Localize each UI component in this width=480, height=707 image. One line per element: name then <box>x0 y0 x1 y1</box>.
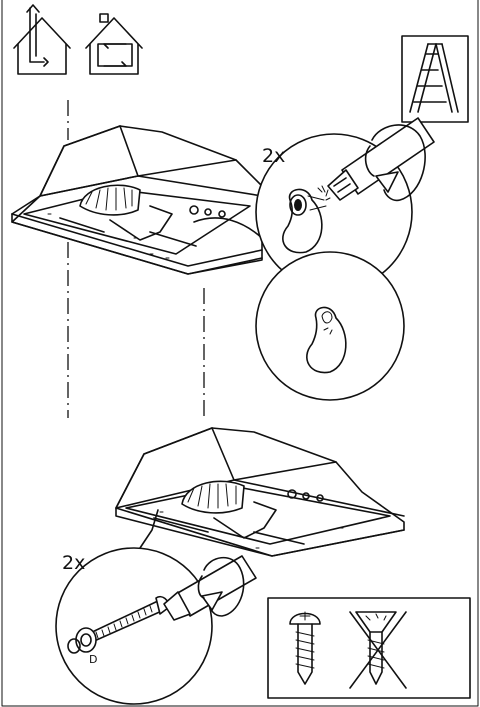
house-recirculating-icon <box>85 13 143 75</box>
quantity-label-top: 2x <box>262 145 286 167</box>
detail-circle-fasten <box>55 547 257 705</box>
house-ducted-vent-icon <box>13 4 71 75</box>
cooker-hood-upper <box>11 125 263 275</box>
leader-line <box>139 509 159 549</box>
cooker-hood-lower <box>115 427 405 557</box>
quantity-label-bottom: 2x <box>62 552 86 574</box>
leader-line <box>193 217 263 239</box>
part-letter-label: D <box>89 653 98 666</box>
ladder-icon <box>401 35 469 123</box>
detail-circle-slot <box>255 251 405 401</box>
screw-type-icon <box>267 597 471 699</box>
